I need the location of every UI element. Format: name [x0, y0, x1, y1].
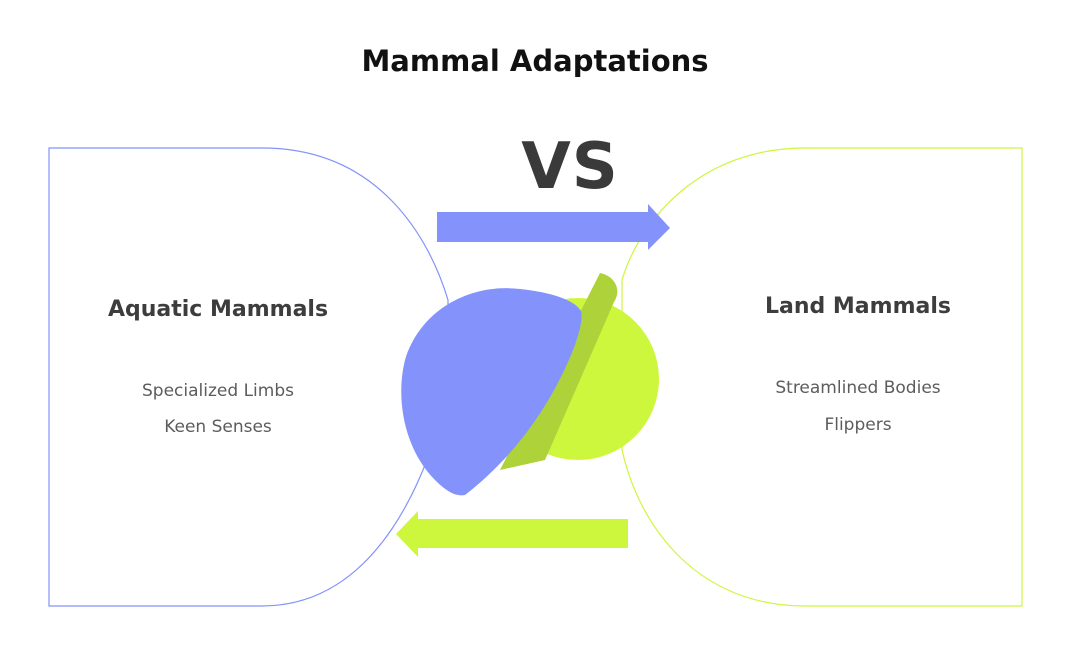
page-title: Mammal Adaptations — [361, 44, 709, 78]
arrow-left-shape — [396, 511, 628, 557]
right-panel-heading: Land Mammals — [764, 294, 951, 319]
right-panel-item: Flippers — [824, 415, 892, 435]
vs-label: VS — [521, 130, 619, 204]
arrow-right-shape — [437, 204, 670, 250]
left-panel-item: Specialized Limbs — [142, 381, 294, 401]
right-panel-item: Streamlined Bodies — [775, 378, 941, 398]
right-panel-outline — [621, 147, 1023, 607]
left-panel-item: Keen Senses — [164, 417, 272, 437]
aquatic-sphere-shape — [401, 288, 582, 496]
left-panel-heading: Aquatic Mammals — [107, 297, 329, 322]
left-panel-outline — [48, 147, 449, 607]
